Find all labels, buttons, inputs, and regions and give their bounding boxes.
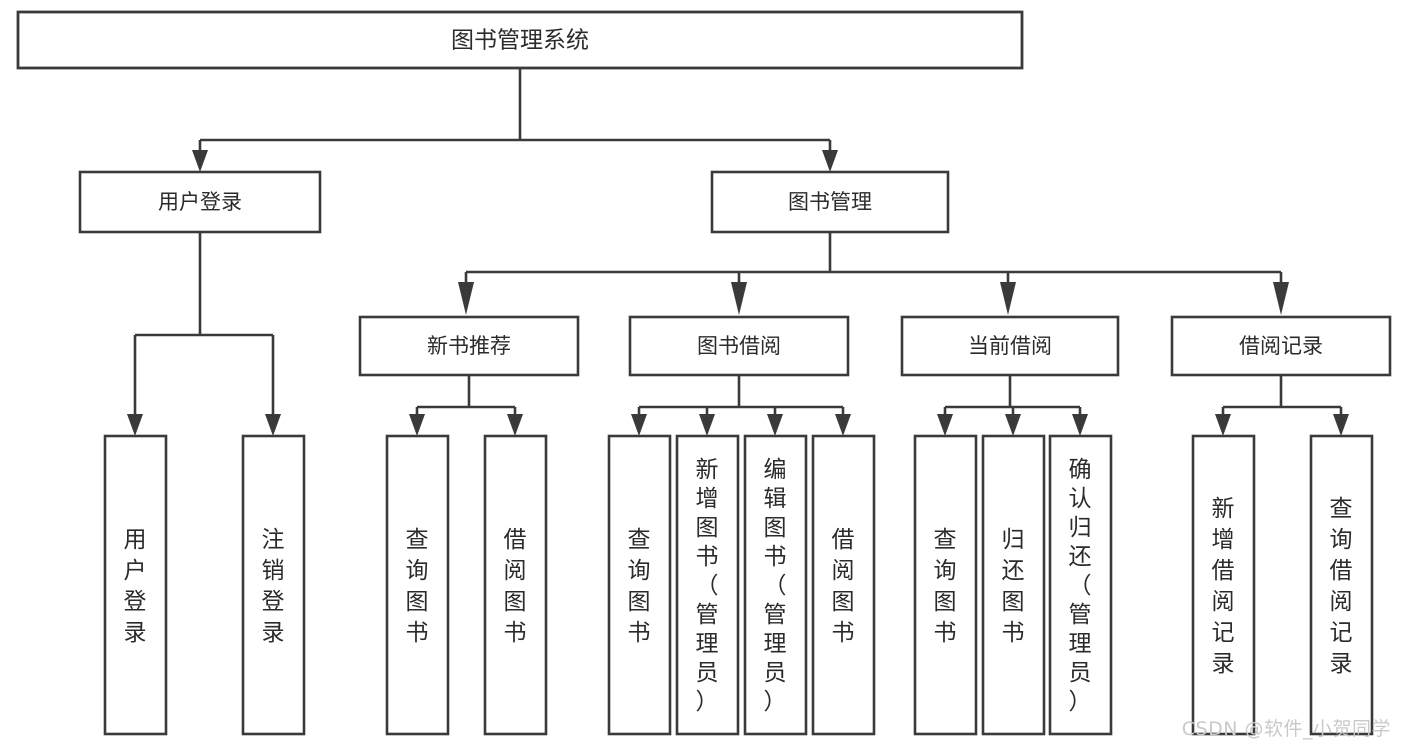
leaf-record-add-record-label: 新增借阅记录 bbox=[1212, 496, 1235, 677]
node-root-book-management-system[interactable]: 图书管理系统 bbox=[16, 10, 1024, 70]
node-user-login-label: 用户登录 bbox=[158, 190, 242, 214]
leaf-newbook-borrow-book[interactable]: 借阅图书 bbox=[483, 434, 548, 736]
leaf-borrow-query-book-box[interactable] bbox=[607, 434, 672, 736]
node-root-label: 图书管理系统 bbox=[451, 28, 589, 54]
arrowhead-to-borrow bbox=[731, 282, 747, 315]
arrowhead-leaf-u2 bbox=[265, 414, 281, 436]
leaf-newbook-query-book-box[interactable] bbox=[385, 434, 450, 736]
node-current-borrow-label: 当前借阅 bbox=[968, 334, 1052, 358]
leaf-borrow-query-book-label: 查询图书 bbox=[628, 527, 651, 646]
connectors bbox=[127, 68, 1349, 436]
leaf-newbook-query-book[interactable]: 查询图书 bbox=[385, 434, 450, 736]
arrowhead-to-new-book bbox=[458, 282, 474, 315]
leaf-record-add-record-box[interactable] bbox=[1191, 434, 1256, 736]
leaf-newbook-borrow-book-label: 借阅图书 bbox=[504, 527, 527, 646]
leaf-current-query-book-box[interactable] bbox=[913, 434, 978, 736]
leaf-borrow-add-book-label: 新增图书（管理员） bbox=[696, 457, 719, 715]
leaf-current-query-book[interactable]: 查询图书 bbox=[913, 434, 978, 736]
arrowhead-leaf-r2 bbox=[1333, 414, 1349, 436]
arrowhead-leaf-c2 bbox=[1005, 414, 1021, 436]
leaf-newbook-borrow-book-box[interactable] bbox=[483, 434, 548, 736]
arrowhead-leaf-u1 bbox=[127, 414, 143, 436]
leaf-borrow-edit-book-label: 编辑图书（管理员） bbox=[764, 457, 787, 715]
leaf-borrow-query-book[interactable]: 查询图书 bbox=[607, 434, 672, 736]
leaf-current-confirm-return-box[interactable] bbox=[1048, 434, 1113, 736]
leaf-current-return-book-label: 归还图书 bbox=[1002, 527, 1025, 646]
node-current-borrow[interactable]: 当前借阅 bbox=[900, 315, 1120, 377]
arrowhead-leaf-b2 bbox=[699, 414, 715, 436]
node-new-book-recommend[interactable]: 新书推荐 bbox=[358, 315, 580, 377]
leaf-user-login-1[interactable]: 用户登录 bbox=[103, 434, 168, 736]
node-book-management[interactable]: 图书管理 bbox=[710, 170, 950, 234]
node-book-borrow[interactable]: 图书借阅 bbox=[628, 315, 850, 377]
arrowhead-to-current bbox=[1000, 282, 1016, 315]
arrowhead-leaf-n1 bbox=[409, 414, 425, 436]
leaf-record-query-record[interactable]: 查询借阅记录 bbox=[1309, 434, 1374, 736]
node-book-management-label: 图书管理 bbox=[788, 190, 872, 214]
leaf-record-query-record-box[interactable] bbox=[1309, 434, 1374, 736]
arrowhead-leaf-c1 bbox=[937, 414, 953, 436]
node-borrow-record-label: 借阅记录 bbox=[1239, 334, 1323, 358]
leaf-borrow-add-book-box[interactable] bbox=[675, 434, 740, 736]
arrowhead-leaf-b1 bbox=[631, 414, 647, 436]
leaf-newbook-query-book-label: 查询图书 bbox=[406, 527, 429, 646]
node-book-borrow-label: 图书借阅 bbox=[697, 334, 781, 358]
leaf-current-confirm-return-label: 确认归还（管理员） bbox=[1069, 457, 1092, 715]
node-borrow-record-box[interactable] bbox=[1170, 315, 1392, 377]
leaf-borrow-borrow-book-box[interactable] bbox=[811, 434, 876, 736]
arrowhead-to-record bbox=[1273, 282, 1289, 315]
arrowhead-leaf-b3 bbox=[767, 414, 783, 436]
arrowhead-leaf-b4 bbox=[835, 414, 851, 436]
leaf-current-query-book-label: 查询图书 bbox=[934, 527, 957, 646]
node-book-management-box[interactable] bbox=[710, 170, 950, 234]
arrowhead-leaf-r1 bbox=[1215, 414, 1231, 436]
leaf-current-return-book-box[interactable] bbox=[981, 434, 1046, 736]
node-new-book-recommend-box[interactable] bbox=[358, 315, 580, 377]
node-user-login-box[interactable] bbox=[78, 170, 322, 234]
leaf-record-add-record[interactable]: 新增借阅记录 bbox=[1191, 434, 1256, 736]
node-root-box[interactable] bbox=[16, 10, 1024, 70]
node-new-book-recommend-label: 新书推荐 bbox=[427, 334, 511, 358]
leaf-current-return-book[interactable]: 归还图书 bbox=[981, 434, 1046, 736]
node-borrow-record[interactable]: 借阅记录 bbox=[1170, 315, 1392, 377]
leaf-current-confirm-return[interactable]: 确认归还（管理员） bbox=[1048, 434, 1113, 736]
arrowhead-leaf-n2 bbox=[507, 414, 523, 436]
leaf-borrow-add-book[interactable]: 新增图书（管理员） bbox=[675, 434, 740, 736]
leaf-borrow-edit-book-box[interactable] bbox=[743, 434, 808, 736]
node-book-borrow-box[interactable] bbox=[628, 315, 850, 377]
node-current-borrow-box[interactable] bbox=[900, 315, 1120, 377]
leaf-logout-login-label: 注销登录 bbox=[262, 527, 285, 646]
leaf-user-login-1-box[interactable] bbox=[103, 434, 168, 736]
leaf-borrow-borrow-book-label: 借阅图书 bbox=[832, 527, 855, 646]
arrowhead-to-book-manage bbox=[822, 150, 838, 172]
node-user-login[interactable]: 用户登录 bbox=[78, 170, 322, 234]
leaf-logout-login[interactable]: 注销登录 bbox=[241, 434, 306, 736]
arrowhead-leaf-c3 bbox=[1072, 414, 1088, 436]
leaf-borrow-edit-book[interactable]: 编辑图书（管理员） bbox=[743, 434, 808, 736]
leaf-borrow-borrow-book[interactable]: 借阅图书 bbox=[811, 434, 876, 736]
leaf-record-query-record-label: 查询借阅记录 bbox=[1330, 496, 1353, 677]
arrowhead-to-user-login bbox=[192, 150, 208, 172]
leaf-user-login-1-label: 用户登录 bbox=[124, 527, 147, 646]
leaf-logout-login-box[interactable] bbox=[241, 434, 306, 736]
